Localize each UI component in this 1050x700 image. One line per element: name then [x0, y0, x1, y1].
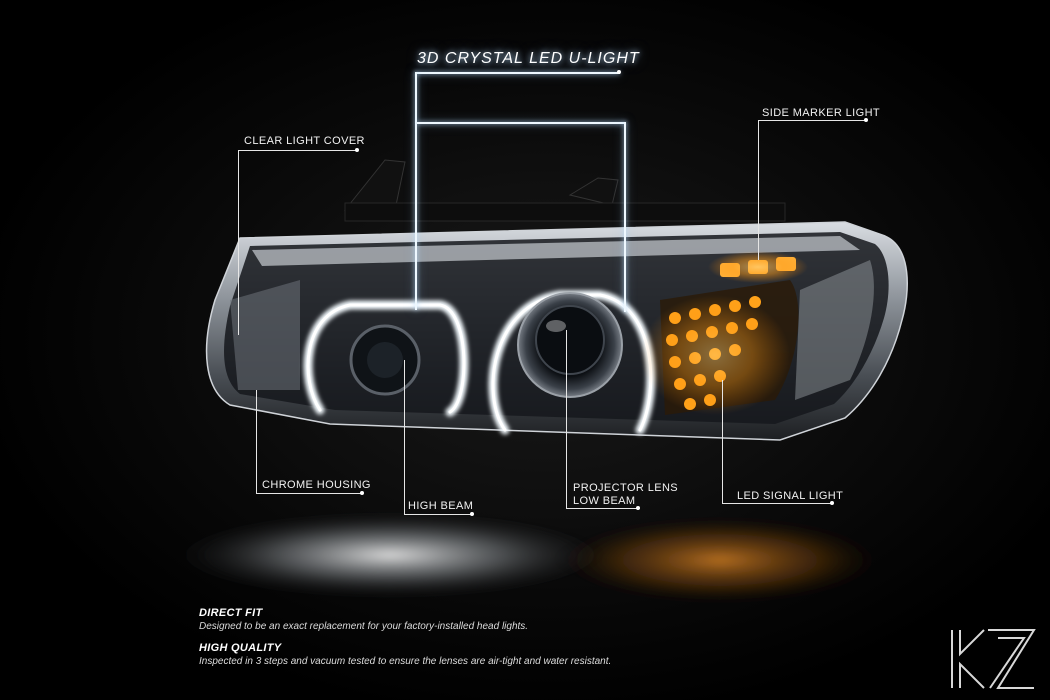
callout-dot — [360, 491, 364, 495]
callout-line — [624, 122, 626, 312]
callout-line — [415, 72, 620, 74]
callout-line — [758, 120, 759, 260]
callout-line — [256, 390, 257, 493]
callout-dot — [617, 70, 621, 74]
callout-side-marker-light: SIDE MARKER LIGHT — [762, 107, 881, 119]
callout-dot — [470, 512, 474, 516]
callout-3d-crystal-led: 3D CRYSTAL LED U-LIGHT — [417, 50, 640, 67]
callout-line — [404, 514, 472, 515]
callout-line — [566, 330, 567, 508]
feature-title: DIRECT FIT — [199, 607, 263, 619]
callout-line — [256, 493, 362, 494]
callout-high-beam: HIGH BEAM — [408, 500, 474, 512]
callout-dot — [636, 506, 640, 510]
callout-chrome-housing: CHROME HOUSING — [262, 479, 371, 491]
callout-line — [758, 120, 866, 121]
callout-line — [566, 508, 638, 509]
callout-line — [238, 150, 239, 335]
callout-dot — [864, 118, 868, 122]
callout-led-signal-light: LED SIGNAL LIGHT — [737, 490, 844, 502]
callout-line — [415, 72, 417, 310]
feature-list: DIRECT FIT Designed to be an exact repla… — [199, 606, 611, 676]
feature-description: Designed to be an exact replacement for … — [199, 621, 529, 632]
callout-dot — [830, 501, 834, 505]
callout-line — [722, 380, 723, 503]
feature-description: Inspected in 3 steps and vacuum tested t… — [199, 656, 612, 667]
callout-line — [404, 360, 405, 514]
callout-line — [238, 150, 358, 151]
callout-low-beam: LOW BEAM — [573, 495, 636, 507]
kz-monogram-logo — [951, 629, 1036, 689]
callout-clear-light-cover: CLEAR LIGHT COVER — [244, 135, 365, 147]
callout-line — [722, 503, 832, 504]
callout-dot — [355, 148, 359, 152]
callout-line — [417, 122, 626, 124]
callout-projector-lens: PROJECTOR LENS — [573, 482, 679, 494]
feature-title: HIGH QUALITY — [199, 642, 282, 654]
